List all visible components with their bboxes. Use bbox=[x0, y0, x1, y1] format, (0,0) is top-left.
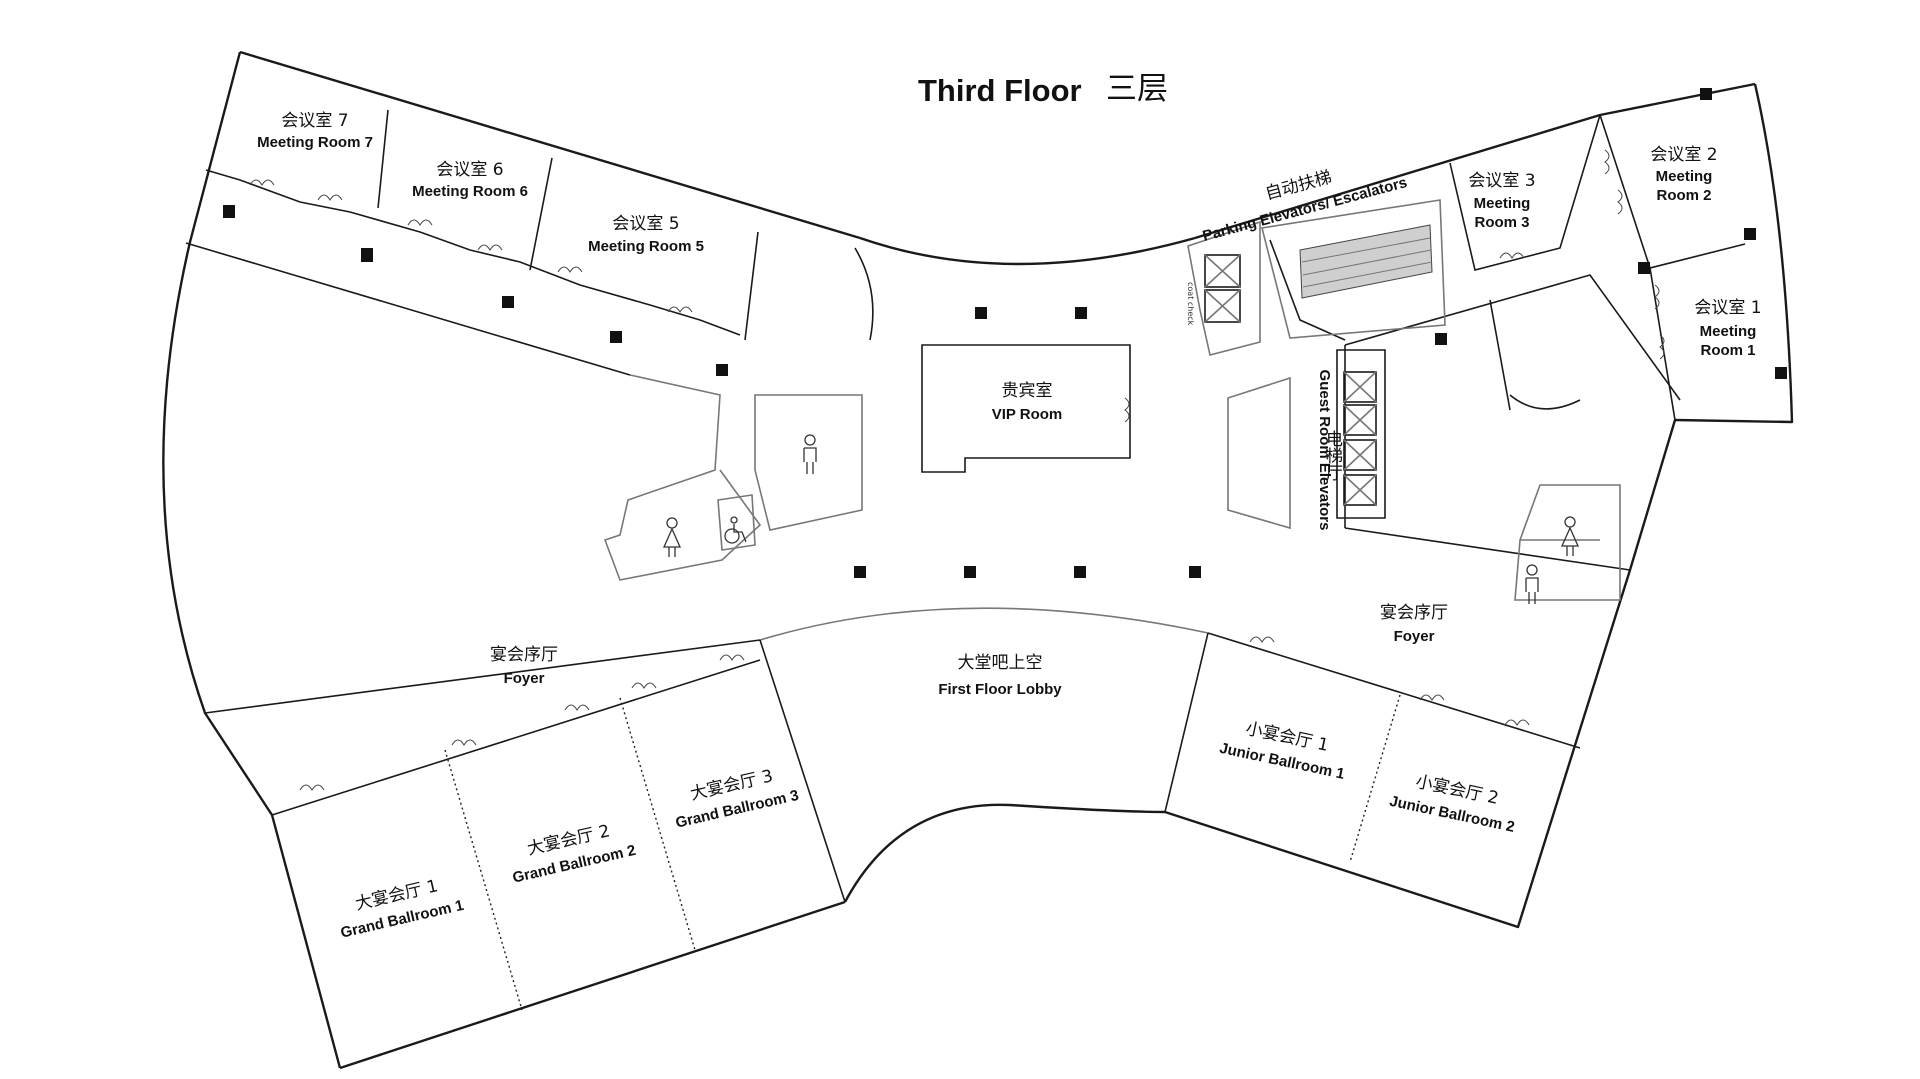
room-label-en: Foyer bbox=[504, 670, 545, 687]
elevator-icon bbox=[1343, 404, 1377, 436]
guest-elevators-label-zh: 电梯厅 bbox=[1322, 430, 1343, 481]
escalator-icon bbox=[1299, 224, 1433, 299]
door-icon bbox=[1604, 149, 1610, 175]
guest-elevators bbox=[1343, 371, 1377, 506]
door-icon bbox=[1654, 284, 1660, 310]
elevator-icon bbox=[1204, 254, 1241, 288]
inner-walls bbox=[185, 109, 1746, 903]
door-icon bbox=[317, 194, 343, 201]
elevator-icon bbox=[1343, 371, 1377, 403]
columns bbox=[223, 88, 1787, 578]
room-label-zh: 会议室 5 bbox=[612, 214, 679, 234]
room-label-en: Foyer bbox=[1394, 628, 1435, 645]
door-icon bbox=[1659, 334, 1665, 360]
door-icon bbox=[299, 784, 325, 791]
area-foyer-left[interactable]: 宴会序厅 Foyer bbox=[490, 645, 558, 687]
male-restroom-icon bbox=[803, 434, 817, 474]
room-vip[interactable]: 贵宾室 VIP Room bbox=[992, 381, 1063, 423]
room-label-en: VIP Room bbox=[992, 406, 1063, 423]
room-meeting-5[interactable]: 会议室 5 Meeting Room 5 bbox=[588, 214, 704, 255]
room-label-en: Room 3 bbox=[1474, 214, 1529, 231]
room-label-zh: 会议室 2 bbox=[1650, 145, 1717, 165]
door-icon bbox=[719, 654, 745, 661]
room-meeting-6[interactable]: 会议室 6 Meeting Room 6 bbox=[412, 160, 528, 200]
room-label-zh: 贵宾室 bbox=[1002, 381, 1053, 401]
room-meeting-3[interactable]: 会议室 3 Meeting Room 3 bbox=[1468, 171, 1535, 231]
ballroom-dividers bbox=[444, 694, 1401, 1011]
room-label-zh: 大堂吧上空 bbox=[958, 653, 1043, 673]
room-label-en: Meeting bbox=[1474, 195, 1531, 212]
room-label-zh: 会议室 6 bbox=[436, 160, 503, 180]
room-grand-ballroom-3[interactable]: 大宴会厅 3 Grand Ballroom 3 bbox=[668, 761, 800, 832]
room-label-en: Room 2 bbox=[1656, 187, 1711, 204]
door-icon bbox=[1124, 397, 1130, 423]
door-icon bbox=[1617, 189, 1623, 215]
room-label-en: Meeting Room 5 bbox=[588, 238, 704, 255]
floor-title-en: Third Floor bbox=[918, 73, 1082, 108]
room-grand-ballroom-1[interactable]: 大宴会厅 1 Grand Ballroom 1 bbox=[333, 871, 465, 942]
room-meeting-1[interactable]: 会议室 1 Meeting Room 1 bbox=[1694, 298, 1761, 359]
elevator-icon bbox=[1343, 474, 1377, 506]
female-restroom-icon bbox=[1560, 516, 1580, 556]
room-meeting-2[interactable]: 会议室 2 Meeting Room 2 bbox=[1650, 145, 1717, 204]
area-foyer-right[interactable]: 宴会序厅 Foyer bbox=[1380, 603, 1448, 645]
room-junior-ballroom-2[interactable]: 小宴会厅 2 Junior Ballroom 2 bbox=[1388, 767, 1522, 836]
door-icon bbox=[1504, 719, 1530, 726]
room-label-en: First Floor Lobby bbox=[938, 681, 1062, 698]
room-label-zh: 宴会序厅 bbox=[490, 645, 558, 665]
room-label-zh: 宴会序厅 bbox=[1380, 603, 1448, 623]
door-icon bbox=[1499, 252, 1525, 259]
accessible-restroom-icon bbox=[724, 516, 747, 544]
door-icon bbox=[564, 704, 590, 711]
elevator-icon bbox=[1343, 439, 1377, 471]
room-grand-ballroom-2[interactable]: 大宴会厅 2 Grand Ballroom 2 bbox=[505, 816, 637, 887]
door-icon bbox=[407, 219, 433, 226]
guest-elevators-label-en: Guest Room Elevators bbox=[1316, 370, 1333, 531]
room-label-en: Room 1 bbox=[1700, 342, 1755, 359]
room-label-en: Meeting Room 6 bbox=[412, 183, 528, 200]
room-label-zh: 会议室 7 bbox=[281, 111, 348, 131]
floor-title-zh: 三层 bbox=[1106, 71, 1168, 107]
room-junior-ballroom-1[interactable]: 小宴会厅 1 Junior Ballroom 1 bbox=[1218, 714, 1352, 783]
room-label-en: Meeting bbox=[1656, 168, 1713, 185]
door-icon bbox=[1419, 694, 1445, 701]
doors bbox=[249, 149, 1665, 791]
parking-elevators bbox=[1204, 254, 1241, 323]
escalators-label: 自动扶梯 Parking Elevators/ Escalators bbox=[1201, 167, 1409, 245]
door-icon bbox=[451, 739, 477, 746]
coat-check-label: coat check bbox=[1186, 282, 1195, 326]
guest-elevators-label: Guest Room Elevators bbox=[1316, 370, 1333, 531]
room-label-en: Meeting bbox=[1700, 323, 1757, 340]
door-icon bbox=[667, 306, 693, 313]
door-icon bbox=[557, 266, 583, 273]
room-label-en: Meeting Room 7 bbox=[257, 134, 373, 151]
door-icon bbox=[1249, 636, 1275, 643]
male-restroom-icon bbox=[1525, 564, 1539, 604]
door-icon bbox=[631, 682, 657, 689]
door-icon bbox=[477, 244, 503, 251]
elevator-icon bbox=[1204, 289, 1241, 323]
female-restroom-icon bbox=[662, 517, 682, 557]
room-label-zh: 会议室 1 bbox=[1694, 298, 1761, 318]
door-icon bbox=[249, 179, 275, 186]
room-label-zh: 会议室 3 bbox=[1468, 171, 1535, 191]
room-meeting-7[interactable]: 会议室 7 Meeting Room 7 bbox=[257, 111, 373, 151]
area-first-floor-lobby[interactable]: 大堂吧上空 First Floor Lobby bbox=[938, 653, 1062, 698]
